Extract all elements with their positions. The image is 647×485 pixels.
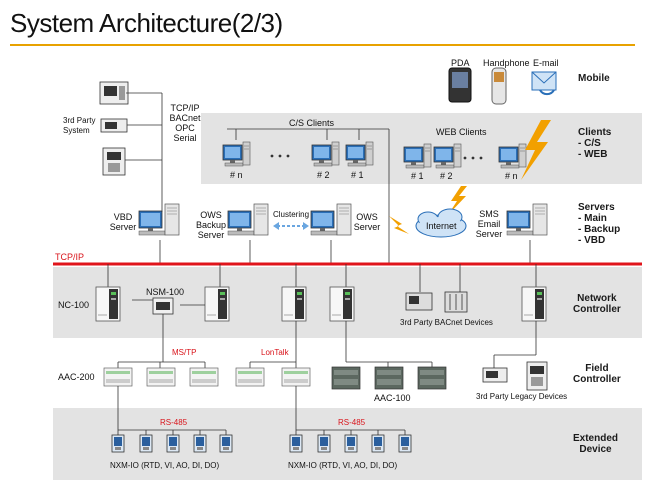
mstp-label: MS/TP — [172, 348, 197, 357]
web-clients-label: WEB Clients — [436, 127, 487, 137]
cs-clients-label: C/S Clients — [289, 118, 335, 128]
third-party-device-3 — [102, 147, 126, 176]
web-client-2: # 2 — [440, 171, 453, 181]
third-party-device-2 — [100, 118, 128, 133]
web-client-n: # n — [505, 171, 518, 181]
nsm100-label: NSM-100 — [146, 287, 185, 297]
pda-device — [448, 67, 472, 103]
internet-cloud — [415, 208, 467, 238]
handphone-device — [491, 67, 507, 105]
email-label: E-mail — [533, 58, 559, 68]
nc100-label: NC-100 — [58, 300, 90, 310]
tcpip-bus-label: TCP/IP — [55, 252, 85, 262]
cs-client-n: # n — [230, 170, 243, 180]
bacnet-devices-label: 3rd Party BACnet Devices — [400, 318, 493, 327]
email-device — [531, 71, 557, 96]
rs485-right-label: RS-485 — [338, 418, 366, 427]
internet-label: Internet — [426, 221, 457, 231]
aac100-label: AAC-100 — [374, 393, 411, 403]
nxm-io-right-label: NXM-IO (RTD, VI, AO, DI, DO) — [288, 461, 398, 470]
pda-label: PDA — [451, 58, 470, 68]
rs485-left-label: RS-485 — [160, 418, 188, 427]
aac200-label: AAC-200 — [58, 372, 95, 382]
page-title: System Architecture(2/3) — [10, 8, 283, 38]
nxm-io-left-label: NXM-IO (RTD, VI, AO, DI, DO) — [110, 461, 220, 470]
legacy-devices-label: 3rd Party Legacy Devices — [476, 392, 568, 401]
clustering-label: Clustering — [273, 210, 310, 219]
title-underline — [10, 44, 635, 46]
web-client-1: # 1 — [411, 171, 424, 181]
third-party-device-1 — [99, 81, 129, 105]
category-servers: Servers- Main- Backup- VBD — [578, 202, 621, 246]
category-clients: Clients- C/S- WEB — [578, 127, 612, 160]
handphone-label: Handphone — [483, 58, 530, 68]
cs-client-1: # 1 — [351, 170, 364, 180]
lontalk-label: LonTalk — [261, 348, 289, 357]
cs-client-2: # 2 — [317, 170, 330, 180]
category-mobile: Mobile — [578, 73, 610, 84]
